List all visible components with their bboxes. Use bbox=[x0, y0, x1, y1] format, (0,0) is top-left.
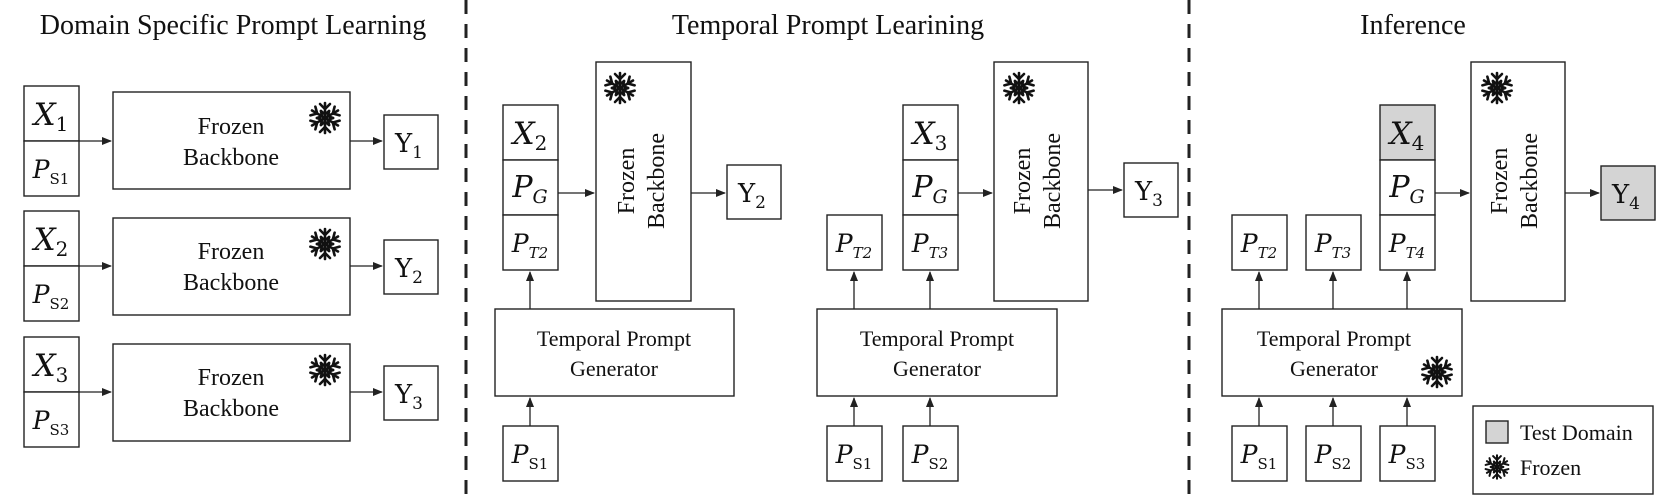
input-x2-label: X2 bbox=[511, 116, 548, 155]
prompt-ps1-box bbox=[826, 425, 883, 482]
domain-row-1: X1 PS1 Frozen Backbone Y1 bbox=[23, 85, 439, 197]
prompt-pt3-box bbox=[902, 214, 959, 271]
output-y3-box bbox=[383, 365, 439, 421]
input-x1-box bbox=[23, 85, 80, 142]
prompt-ps1-box bbox=[502, 425, 559, 482]
legend-test-domain-label: Test Domain bbox=[1520, 420, 1633, 445]
input-x3-label: X3 bbox=[911, 116, 948, 155]
prompt-ps3-label: PS3 bbox=[32, 406, 70, 439]
frozen-label: Frozen bbox=[198, 239, 265, 265]
domain-row-2: X2 PS2 Frozen Backbone Y2 bbox=[23, 210, 439, 322]
temporal-prompt-generator bbox=[816, 308, 1058, 397]
frozen-label: Frozen bbox=[1487, 148, 1513, 215]
backbone-label: Backbone bbox=[183, 145, 279, 171]
backbone-label: Backbone bbox=[183, 270, 279, 296]
frozen-backbone-box bbox=[595, 61, 692, 302]
prompt-pt3-label: PT3 bbox=[911, 229, 948, 262]
output-y3-label: Y3 bbox=[394, 380, 423, 414]
temporal-group-1: X2 PG PT2 Frozen Backbone Y2 Temporal Pr… bbox=[494, 61, 782, 482]
title-inference: Inference bbox=[1360, 10, 1466, 41]
legend: Test Domain Frozen bbox=[1472, 405, 1654, 495]
input-x2-box bbox=[502, 104, 559, 161]
generator-label-line2: Generator bbox=[570, 356, 659, 381]
prompt-pt4-box bbox=[1379, 214, 1436, 271]
prompt-ps1-label: PS1 bbox=[32, 155, 70, 188]
frozen-label: Frozen bbox=[198, 114, 265, 140]
output-y2-label: Y2 bbox=[394, 254, 423, 288]
frozen-backbone-box bbox=[993, 61, 1089, 302]
domain-row-3: X3 PS3 Frozen Backbone Y3 bbox=[23, 336, 439, 448]
inference-group: PT2 PT3 X4 PG PT4 Frozen Backbone Y4 Tem… bbox=[1221, 61, 1656, 482]
input-x1-label: X1 bbox=[32, 97, 69, 136]
prompt-ps1-label: PS1 bbox=[511, 440, 549, 473]
backbone-label: Backbone bbox=[1040, 133, 1066, 229]
prompt-ps1-box bbox=[23, 140, 80, 197]
prompt-pg-label: PG bbox=[911, 170, 947, 208]
output-y3-box bbox=[1123, 162, 1179, 218]
legend-frozen-label: Frozen bbox=[1520, 455, 1581, 480]
output-y1-label: Y1 bbox=[394, 129, 423, 163]
frozen-label: Frozen bbox=[1010, 148, 1036, 215]
frozen-label: Frozen bbox=[614, 148, 640, 215]
prompt-ps1-box bbox=[1231, 425, 1288, 482]
prompt-ps2-box bbox=[1305, 425, 1362, 482]
output-y3-label: Y3 bbox=[1134, 177, 1163, 211]
prompt-ps2-box bbox=[902, 425, 959, 482]
output-y1-box bbox=[383, 114, 439, 170]
prompt-ps3-box bbox=[23, 391, 80, 448]
prompt-pt2-box bbox=[826, 214, 883, 271]
prompt-pg-box bbox=[902, 159, 959, 216]
prompt-ps1-label: PS1 bbox=[1240, 440, 1278, 473]
prompt-pt2-label: PT2 bbox=[835, 229, 872, 262]
test-output-y4-label: Y4 bbox=[1611, 180, 1640, 214]
output-y2-box bbox=[383, 239, 439, 295]
prompt-pt2-label: PT2 bbox=[511, 229, 548, 262]
backbone-label: Backbone bbox=[1517, 133, 1543, 229]
backbone-label: Backbone bbox=[644, 133, 670, 229]
prompt-pg-box bbox=[1379, 159, 1436, 216]
temporal-prompt-generator bbox=[1221, 308, 1463, 397]
input-x2-label: X2 bbox=[32, 222, 69, 261]
backbone-label: Backbone bbox=[183, 396, 279, 422]
input-x3-label: X3 bbox=[32, 348, 69, 387]
prompt-ps3-label: PS3 bbox=[1388, 440, 1426, 473]
prompt-ps3-box bbox=[1379, 425, 1436, 482]
test-input-x4-box bbox=[1379, 104, 1436, 161]
frozen-backbone-box bbox=[112, 91, 351, 190]
test-output-y4-box bbox=[1600, 165, 1656, 221]
output-y2-box bbox=[726, 164, 782, 220]
test-input-x4-label: X4 bbox=[1388, 116, 1425, 155]
generator-label-line1: Temporal Prompt bbox=[1257, 326, 1411, 351]
frozen-label: Frozen bbox=[198, 365, 265, 391]
prompt-pt4-label: PT4 bbox=[1388, 229, 1425, 262]
prompt-pt3-box bbox=[1305, 214, 1362, 271]
generator-label-line2: Generator bbox=[1290, 356, 1379, 381]
frozen-backbone-box bbox=[1470, 61, 1566, 302]
prompt-ps2-label: PS2 bbox=[32, 280, 70, 313]
generator-label-line1: Temporal Prompt bbox=[537, 326, 691, 351]
temporal-prompt-generator bbox=[494, 308, 735, 397]
generator-label-line1: Temporal Prompt bbox=[860, 326, 1014, 351]
test-domain-swatch bbox=[1485, 420, 1509, 444]
input-x2-box bbox=[23, 210, 80, 267]
prompt-ps2-box bbox=[23, 265, 80, 322]
prompt-ps2-label: PS2 bbox=[911, 440, 949, 473]
prompt-ps2-label: PS2 bbox=[1314, 440, 1352, 473]
prompt-ps1-label: PS1 bbox=[835, 440, 873, 473]
prompt-pt2-label: PT2 bbox=[1240, 229, 1277, 262]
prompt-pg-label: PG bbox=[1388, 170, 1424, 208]
frozen-backbone-box bbox=[112, 217, 351, 316]
title-temporal: Temporal Prompt Learining bbox=[672, 10, 984, 41]
prompt-pt3-label: PT3 bbox=[1314, 229, 1351, 262]
temporal-group-2: PT2 X3 PG PT3 Frozen Backbone Y3 Tempora… bbox=[816, 61, 1179, 482]
prompt-pt2-box bbox=[1231, 214, 1288, 271]
prompt-pt2-box bbox=[502, 214, 559, 271]
output-y2-label: Y2 bbox=[737, 179, 766, 213]
title-domain-specific: Domain Specific Prompt Learning bbox=[40, 10, 426, 41]
frozen-backbone-box bbox=[112, 343, 351, 442]
prompt-pg-label: PG bbox=[511, 170, 547, 208]
generator-label-line2: Generator bbox=[893, 356, 982, 381]
